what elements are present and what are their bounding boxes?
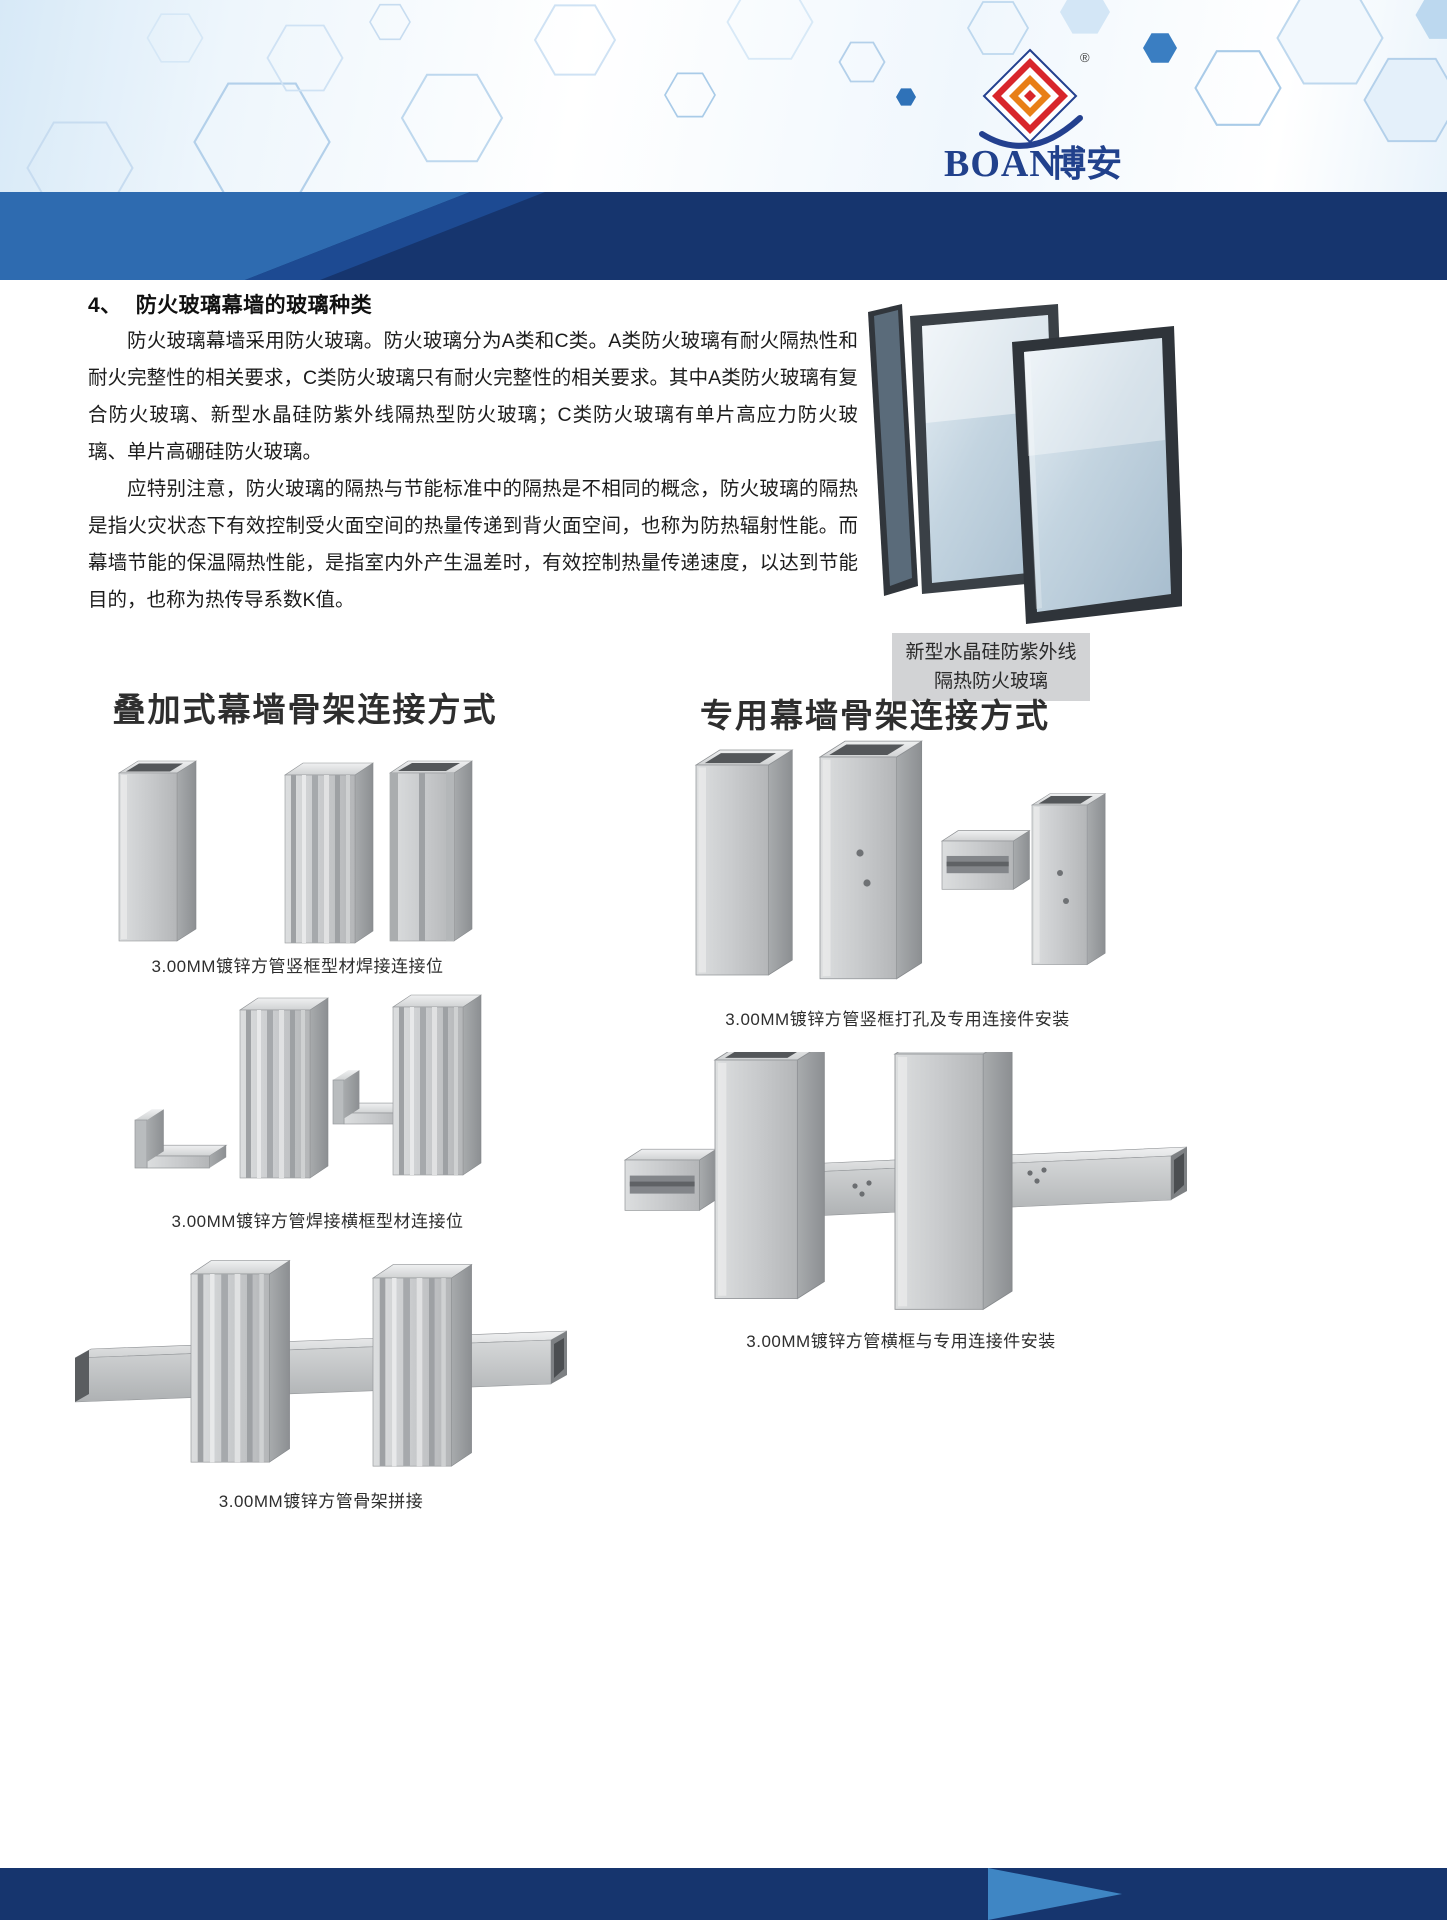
header-band-graphic — [0, 192, 1447, 280]
glass-figure-caption: 新型水晶硅防紫外线 隔热防火玻璃 — [892, 633, 1090, 701]
diagram-caption: 3.00MM镀锌方管竖框打孔及专用连接件安装 — [725, 1010, 1070, 1029]
glass-caption-line2: 隔热防火玻璃 — [933, 671, 1048, 692]
section-heading: 4、防火玻璃幕墙的玻璃种类 — [88, 289, 372, 319]
glass-panels-image — [868, 304, 1184, 624]
section-title: 防火玻璃幕墙的玻璃种类 — [135, 294, 373, 317]
diagram-caption: 3.00MM镀锌方管焊接横框型材连接位 — [171, 1212, 464, 1231]
page-header: ® BOAN 博安 — [0, 0, 1447, 192]
diagram-vertical-mullion-profiles — [118, 760, 473, 944]
brand-emblem-icon: ® BOAN 博安 — [944, 48, 1122, 185]
brand-name-en: BOAN — [944, 143, 1058, 185]
diagram-transom-with-connectors — [624, 1052, 1187, 1311]
hexagon-decoration — [26, 0, 1447, 192]
section-number: 4、 — [88, 294, 122, 317]
diagram-caption: 3.00MM镀锌方管横框与专用连接件安装 — [746, 1332, 1056, 1351]
diagram-welded-transom-connection — [134, 994, 482, 1179]
brand-logo: ® BOAN 博安 — [930, 46, 1130, 188]
left-column-title: 叠加式幕墙骨架连接方式 — [112, 691, 498, 728]
footer-graphic — [0, 1868, 1447, 1920]
glass-caption-line1: 新型水晶硅防紫外线 — [905, 642, 1077, 663]
brand-name-zh: 博安 — [1050, 143, 1122, 184]
footer-bar — [0, 1868, 1447, 1920]
diagram-drilled-mullion-connectors — [695, 740, 1106, 980]
paragraph-1: 防火玻璃幕墙采用防火玻璃。防火玻璃分为A类和C类。A类防火玻璃有耐火隔热性和耐火… — [88, 330, 858, 463]
registered-mark: ® — [1080, 50, 1090, 65]
diagram-frame-splicing — [75, 1260, 567, 1467]
right-column-title: 专用幕墙骨架连接方式 — [700, 697, 1050, 734]
body-text: 防火玻璃幕墙采用防火玻璃。防火玻璃分为A类和C类。A类防火玻璃有耐火隔热性和耐火… — [88, 323, 858, 619]
diagram-caption: 3.00MM镀锌方管骨架拼接 — [218, 1492, 424, 1511]
fireproof-glass-figure: 新型水晶硅防紫外线 隔热防火玻璃 — [862, 290, 1184, 701]
diagram-caption: 3.00MM镀锌方管竖框型材焊接连接位 — [151, 957, 444, 976]
header-band — [0, 192, 1447, 280]
chevron-right-icon — [988, 1868, 1122, 1920]
paragraph-2: 应特别注意，防火玻璃的隔热与节能标准中的隔热是不相同的概念，防火玻璃的隔热是指火… — [88, 478, 858, 611]
